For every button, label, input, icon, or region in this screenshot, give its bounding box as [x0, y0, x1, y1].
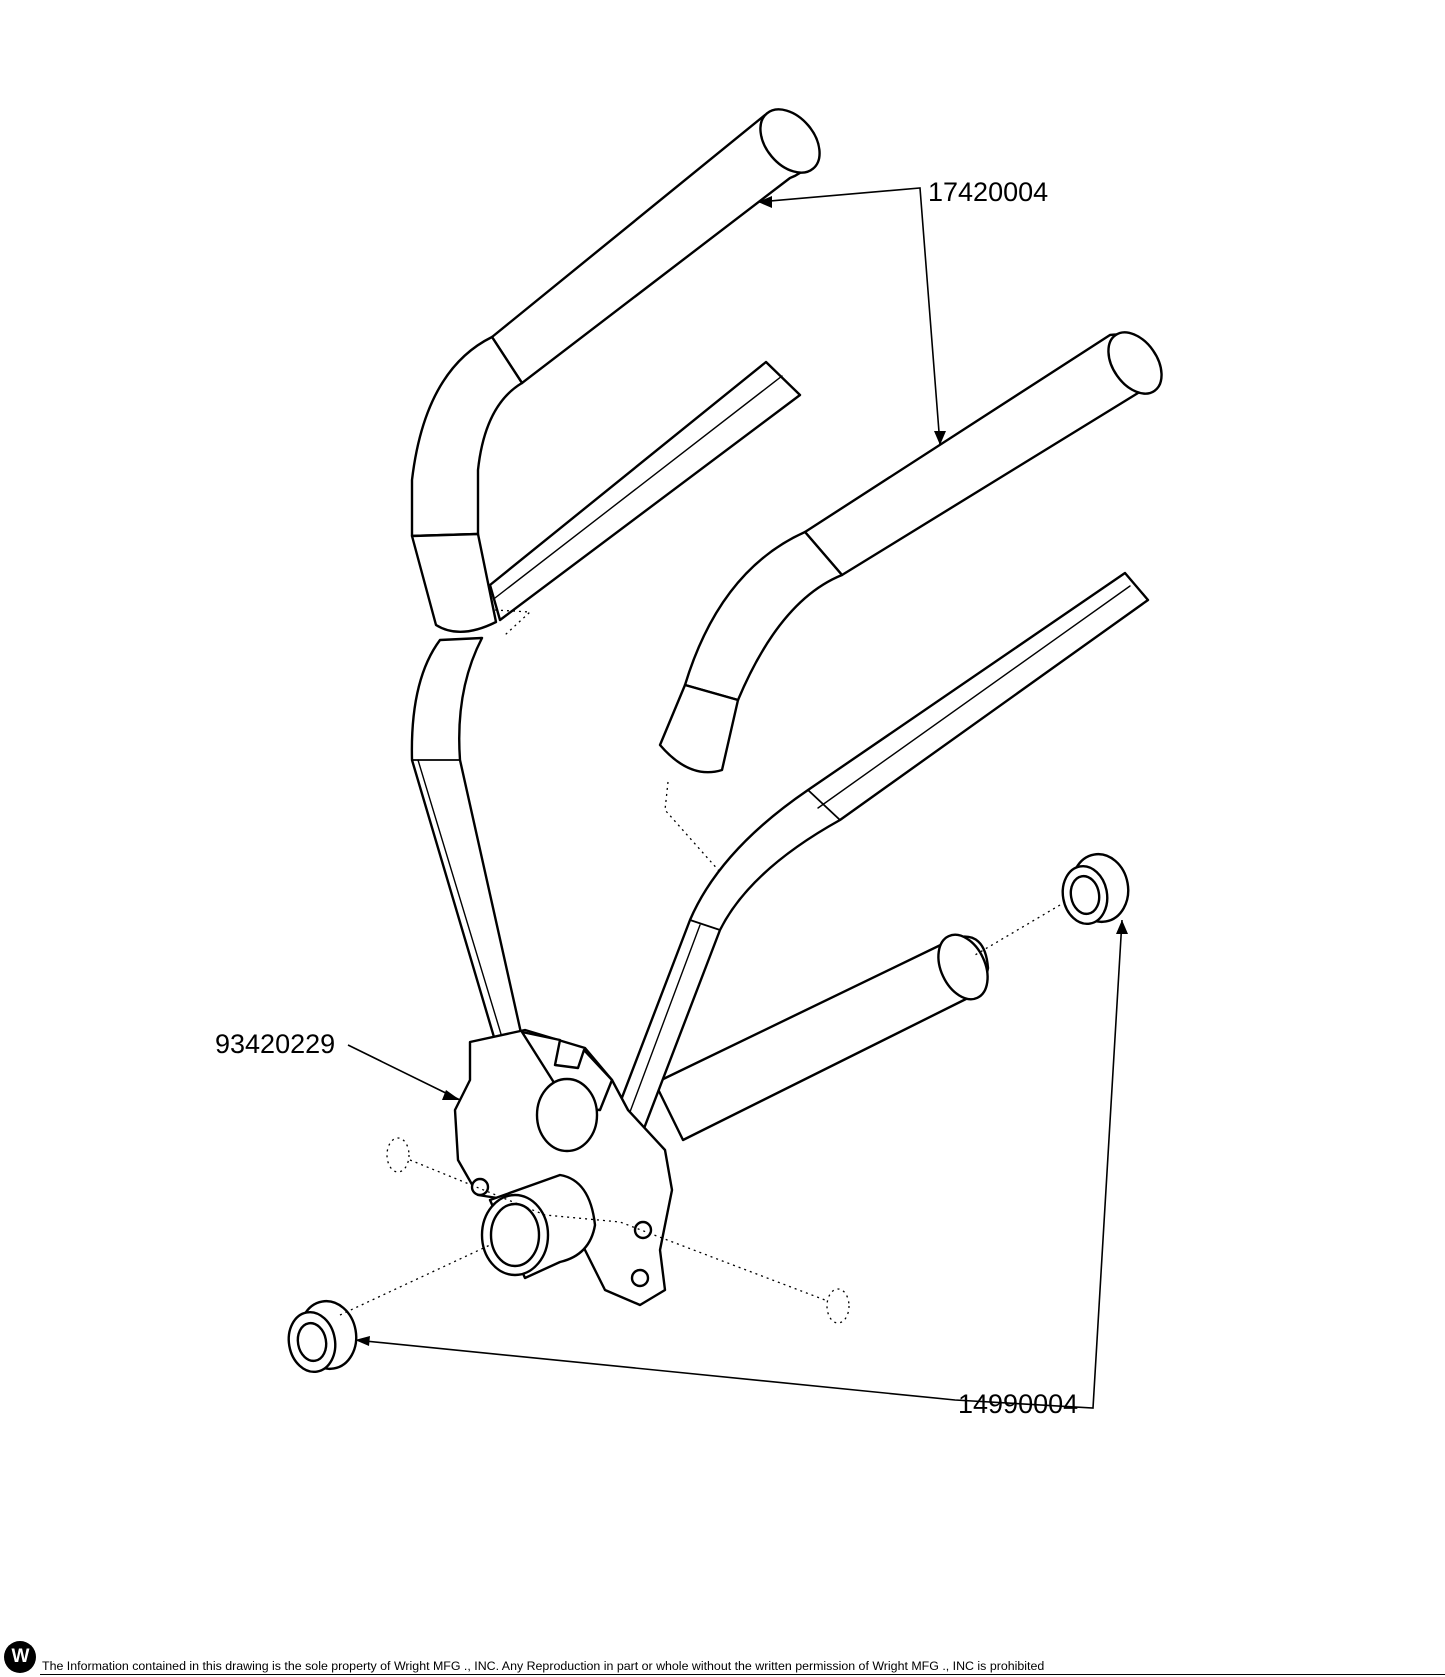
pivot-bracket [386, 1028, 850, 1324]
wright-logo-icon: W [4, 1641, 36, 1673]
leader-14990004 [354, 919, 1128, 1409]
bushing-left [287, 1244, 491, 1374]
callout-14990004: 14990004 [958, 1389, 1078, 1419]
disclaimer-text: The Information contained in this drawin… [42, 1659, 1045, 1673]
leader-93420229 [347, 1044, 461, 1101]
leader-17420004 [757, 187, 946, 446]
callout-17420004: 17420004 [928, 177, 1048, 207]
handle-left-rod [488, 360, 802, 636]
callout-93420229: 93420229 [215, 1029, 335, 1059]
bushing-right [974, 852, 1130, 956]
handle-left-rear [410, 108, 821, 634]
footer-rule [40, 1674, 1445, 1675]
footer: W The Information contained in this draw… [0, 1632, 1445, 1677]
handle-right-grip [658, 331, 1163, 873]
lower-cross-tube [653, 933, 990, 1142]
